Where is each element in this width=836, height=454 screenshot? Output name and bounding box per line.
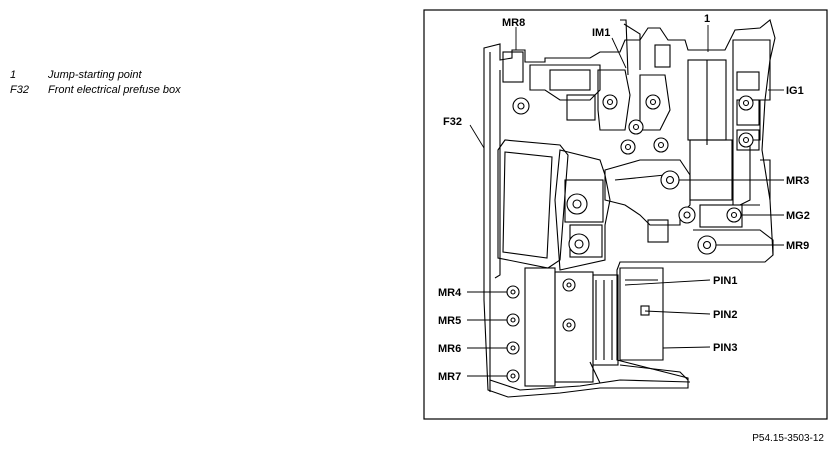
leader-lines [467, 25, 784, 377]
callout-ig1: IG1 [786, 85, 804, 97]
terminal-stud-mr4 [506, 285, 520, 299]
callout-f32: F32 [443, 116, 462, 128]
terminal-stud [653, 137, 669, 153]
terminal-stud [562, 278, 576, 292]
terminal-stud [566, 193, 588, 215]
terminal-stud-mr7 [506, 369, 520, 383]
terminal-stud [628, 119, 644, 135]
legend-item-f32: F32 Front electrical prefuse box [10, 83, 181, 98]
callout-mr4: MR4 [438, 287, 462, 299]
terminal-stud [568, 233, 590, 255]
legend: 1 Jump-starting point F32 Front electric… [10, 68, 181, 98]
callout-mr3: MR3 [786, 175, 809, 187]
terminal-stud [738, 132, 754, 148]
prefuse-box [483, 19, 776, 398]
legend-text: Front electrical prefuse box [48, 84, 181, 96]
callout-im1: IM1 [592, 27, 610, 39]
callout-mr5: MR5 [438, 315, 461, 327]
terminal-stud-mr5 [506, 313, 520, 327]
terminal-stud [562, 318, 576, 332]
callout-jump-start: 1 [704, 13, 710, 25]
terminal-stud [620, 139, 636, 155]
figure-frame [423, 9, 828, 420]
callout-mr6: MR6 [438, 343, 461, 355]
callout-pin1: PIN1 [713, 275, 737, 287]
terminal-stud-mr6 [506, 341, 520, 355]
terminal-stud [602, 94, 618, 110]
terminal-stud [738, 95, 754, 111]
terminal-stud-mr9 [697, 235, 717, 255]
terminal-stud [512, 97, 530, 115]
callout-pin2: PIN2 [713, 309, 737, 321]
terminal-stud [645, 94, 661, 110]
terminal-stud-mr3 [660, 170, 680, 190]
callout-mr7: MR7 [438, 371, 461, 383]
legend-key: F32 [10, 84, 29, 96]
legend-text: Jump-starting point [48, 69, 142, 81]
callout-mr8: MR8 [502, 17, 525, 29]
figure-reference: P54.15-3503-12 [752, 433, 824, 444]
legend-key: 1 [10, 69, 17, 81]
terminal-stud [726, 207, 742, 223]
callout-mr9: MR9 [786, 240, 809, 252]
terminal-stud-mg2 [678, 206, 696, 224]
callout-mg2: MG2 [786, 210, 810, 222]
legend-item-1: 1 Jump-starting point [10, 68, 181, 83]
callout-pin3: PIN3 [713, 342, 737, 354]
